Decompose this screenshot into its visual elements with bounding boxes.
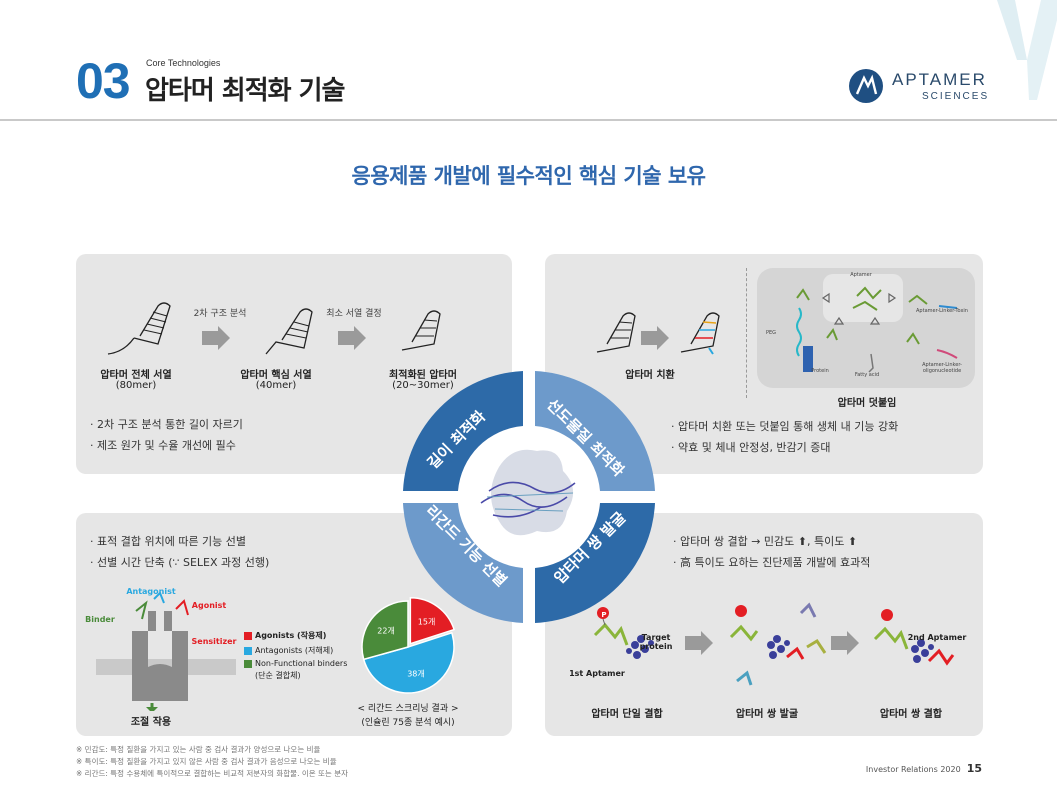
aptamer-optimized-icon <box>394 306 446 354</box>
diagram-label-binder: Binder <box>80 615 120 624</box>
pie-value-label: 38개 <box>407 668 425 678</box>
arrow-right-icon <box>685 631 713 655</box>
page-number: 15 <box>967 762 982 775</box>
arrow-right-icon <box>338 326 366 350</box>
footnotes: ※ 민감도: 특정 질환을 가지고 있는 사람 중 검사 결과가 양성으로 나오… <box>76 744 348 780</box>
caption-single: 압타머 단일 결합 <box>567 705 687 720</box>
arrow-label-minimal: 최소 서열 결정 <box>314 306 394 319</box>
aptamer-full-icon <box>104 298 174 358</box>
logo-name: APTAMER <box>892 70 987 90</box>
diagram-label-toxin: Aptamer-Linker-Toxin <box>907 308 977 314</box>
pair-binding-icon <box>865 605 965 685</box>
item-core-detail: (40mer) <box>226 380 326 391</box>
diagram-label-agonist: Agonist <box>184 601 234 610</box>
legend-antagonists: Antagonists (저해제) <box>244 645 333 656</box>
diagram-label-sensitizer: Sensitizer <box>184 637 244 646</box>
bullet-item: · 선별 시간 단축 (∵ SELEX 과정 선행) <box>90 552 269 573</box>
logo-subname: SCIENCES <box>922 91 989 102</box>
legend-nonfunctional-sub: (단순 결합체) <box>255 670 301 681</box>
aptamer-substituted-icon <box>673 308 725 356</box>
section-number: 03 <box>76 52 130 110</box>
footnote: ※ 리간드: 특정 수용체에 특이적으로 결합하는 비교적 저분자의 화합물. … <box>76 768 348 780</box>
footer-label: Investor Relations 2020 <box>866 765 961 774</box>
pair-discovery-icon <box>717 597 837 697</box>
bullet-list: · 압타머 쌍 결합 → 민감도 ⬆, 특이도 ⬆ · 高 특이도 요하는 진단… <box>673 531 870 573</box>
footnote: ※ 특이도: 특정 질환을 가지고 있지 않은 사람 중 검사 결과가 음성으로… <box>76 756 348 768</box>
conjugation-label: 압타머 덧붙임 <box>807 394 927 409</box>
legend-agonists: Agonists (작용제) <box>244 630 326 641</box>
pie-value-label: 22개 <box>377 625 395 635</box>
diagram-label-antagonist: Antagonist <box>116 587 186 596</box>
logo-mark-icon <box>848 68 884 104</box>
diagram-label-fatty-acid: Fatty acid <box>847 372 887 378</box>
bullet-item: · 표적 결합 위치에 따른 기능 선별 <box>90 531 269 552</box>
page-title: 압타머 최적화 기술 <box>145 70 344 107</box>
bullet-list: · 표적 결합 위치에 따른 기능 선별 · 선별 시간 단축 (∵ SELEX… <box>90 531 269 573</box>
second-aptamer-label: 2nd Aptamer <box>907 633 967 642</box>
bullet-item: · 압타머 쌍 결합 → 민감도 ⬆, 특이도 ⬆ <box>673 531 870 552</box>
item-core-name: 압타머 핵심 서열 <box>226 366 326 381</box>
footnote: ※ 민감도: 특정 질환을 가지고 있는 사람 중 검사 결과가 양성으로 나오… <box>76 744 348 756</box>
diagram-label-aptamer: Aptamer <box>841 272 881 278</box>
circle-segments <box>403 371 655 623</box>
bullet-list: · 2차 구조 분석 통한 길이 자르기 · 제조 원가 및 수율 개선에 필수 <box>90 414 243 456</box>
header-divider <box>0 119 1057 121</box>
pie-caption-title: < 리간드 스크리닝 결과 > <box>328 701 488 714</box>
diagram-label-oligo: Aptamer-Linker-oligonucleotide <box>907 362 977 374</box>
diagram-label-peg: PEG <box>759 330 783 336</box>
caption-pair: 압타머 쌍 결합 <box>851 705 971 720</box>
bullet-list: · 압타머 치환 또는 덧붙임 통해 생체 내 기능 강화 · 약효 및 체내 … <box>671 416 898 458</box>
headline: 응용제품 개발에 필수적인 핵심 기술 보유 <box>0 160 1057 190</box>
legend-nonfunctional: Non-Functional binders <box>244 659 347 668</box>
section-subtitle: Core Technologies <box>146 58 220 68</box>
diagram-label-protein: Protein <box>805 368 835 374</box>
item-full-detail: (80mer) <box>86 380 186 391</box>
aptamer-core-icon <box>256 302 316 358</box>
bullet-item: · 제조 원가 및 수율 개선에 필수 <box>90 435 243 456</box>
item-full-name: 압타머 전체 서열 <box>86 366 186 381</box>
company-logo: APTAMER SCIENCES <box>848 68 988 106</box>
arrow-right-icon <box>831 631 859 655</box>
arrow-right-icon <box>202 326 230 350</box>
bullet-item: · 약효 및 체내 안정성, 반감기 증대 <box>671 437 898 458</box>
arrow-label-structure: 2차 구조 분석 <box>180 306 260 319</box>
footer: Investor Relations 2020 15 <box>866 762 982 775</box>
core-tech-circle: 길이 최적화 선도물질 최적화 리간드 기능 선별 압타머 쌍 발굴 <box>403 371 655 623</box>
bullet-item: · 2차 구조 분석 통한 길이 자르기 <box>90 414 243 435</box>
pie-caption-sub: (인슐린 75종 분석 예시) <box>328 715 488 728</box>
bullet-item: · 高 특이도 요하는 진단제품 개발에 효과적 <box>673 552 870 573</box>
caption-discovery: 압타머 쌍 발굴 <box>707 705 827 720</box>
regulation-caption: 조절 작용 <box>116 713 186 728</box>
divider-line <box>746 268 747 398</box>
first-aptamer-label: 1st Aptamer <box>567 669 627 678</box>
arrow-right-icon <box>641 326 669 350</box>
target-protein-label: Target protein <box>631 633 681 651</box>
aptamer-icon <box>589 308 641 356</box>
bullet-item: · 압타머 치환 또는 덧붙임 통해 생체 내 기능 강화 <box>671 416 898 437</box>
